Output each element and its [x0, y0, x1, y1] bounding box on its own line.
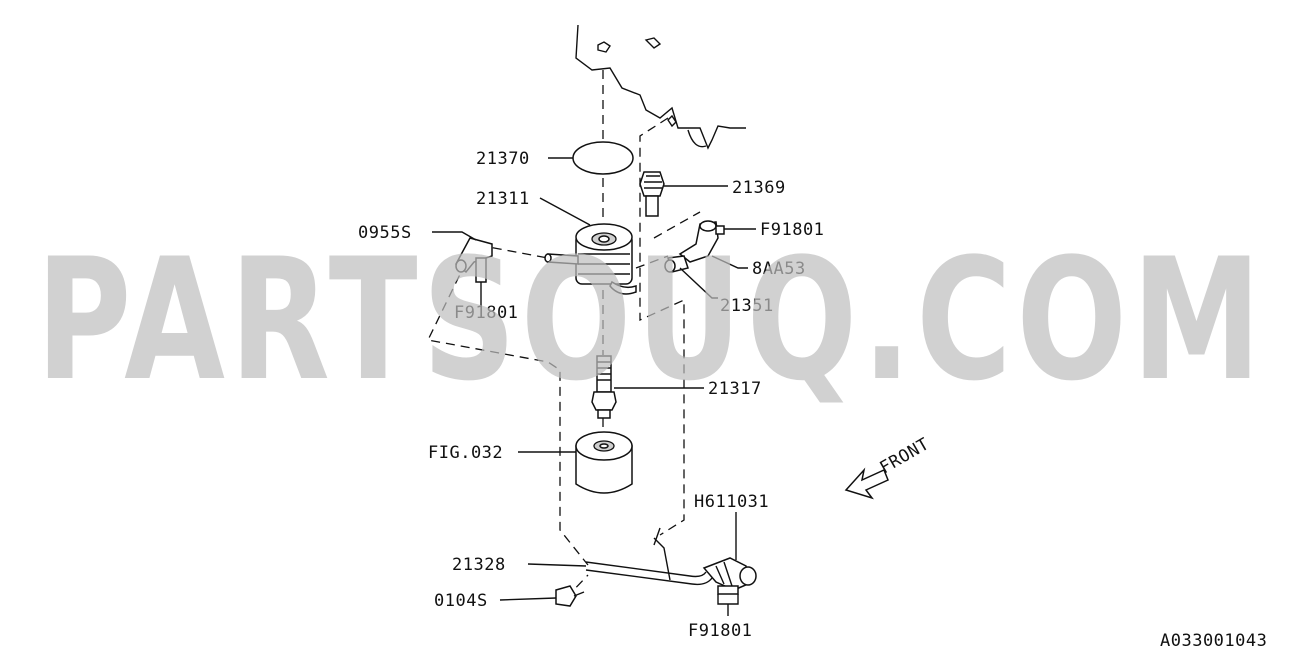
part-h611031-hose[interactable] [702, 557, 757, 595]
label-8aa53: 8AA53 [752, 259, 806, 279]
label-0955s: 0955S [358, 223, 412, 243]
label-21311: 21311 [476, 189, 530, 209]
label-0104s: 0104S [434, 591, 488, 611]
label-f91801-left: F91801 [454, 303, 518, 323]
part-0955s-hose-elbow[interactable] [455, 237, 493, 283]
front-arrow-icon [844, 467, 889, 500]
part-21328-pipe[interactable] [585, 527, 713, 586]
part-8aa53-hose[interactable] [664, 220, 725, 273]
label-21351: 21351 [720, 296, 774, 316]
front-label: FRONT [877, 434, 933, 478]
part-21311-oil-cooler[interactable] [544, 223, 637, 295]
label-21370: 21370 [476, 149, 530, 169]
part-0104s-bolt[interactable] [555, 585, 585, 607]
label-fig032[interactable]: FIG.032 [428, 443, 503, 463]
watermark: PARTSOUQ.COM [36, 222, 1266, 418]
label-21328: 21328 [452, 555, 506, 575]
engine-block-outline [575, 24, 746, 150]
label-f91801-right: F91801 [760, 220, 824, 240]
part-21317-connector[interactable] [591, 355, 617, 419]
label-21317: 21317 [708, 379, 762, 399]
label-h611031: H611031 [694, 492, 769, 512]
part-fig032-oil-filter[interactable] [575, 431, 633, 494]
callout-leaders [432, 157, 756, 616]
front-direction-indicator: FRONT [844, 434, 933, 500]
label-21369: 21369 [732, 178, 786, 198]
label-f91801-bottom: F91801 [688, 621, 752, 641]
drawing-id: A033001043 [1160, 631, 1267, 651]
part-21369-union-bolt[interactable] [639, 171, 665, 217]
part-21370-gasket[interactable] [572, 141, 634, 175]
